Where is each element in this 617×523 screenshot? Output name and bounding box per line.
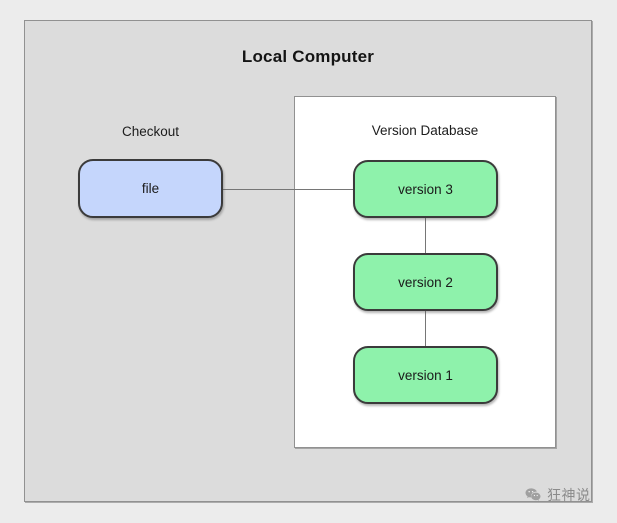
edge-version3-to-version2 <box>425 218 426 253</box>
node-file[interactable]: file <box>78 159 223 218</box>
node-version-2[interactable]: version 2 <box>353 253 498 311</box>
wechat-icon <box>524 486 542 504</box>
node-file-label: file <box>141 181 160 196</box>
node-version-1[interactable]: version 1 <box>353 346 498 404</box>
local-computer-title: Local Computer <box>241 47 375 66</box>
node-version-3-label: version 3 <box>398 181 453 197</box>
node-version-3[interactable]: version 3 <box>353 160 498 218</box>
edge-file-to-version3 <box>223 189 354 190</box>
watermark-text: 狂神说 <box>547 487 591 503</box>
checkout-label: Checkout <box>121 124 180 139</box>
node-version-2-label: version 2 <box>398 274 453 290</box>
edge-version2-to-version1 <box>425 311 426 346</box>
version-database-title: Version Database <box>371 123 479 138</box>
node-version-1-label: version 1 <box>398 367 453 383</box>
watermark: 狂神说 <box>524 485 591 505</box>
